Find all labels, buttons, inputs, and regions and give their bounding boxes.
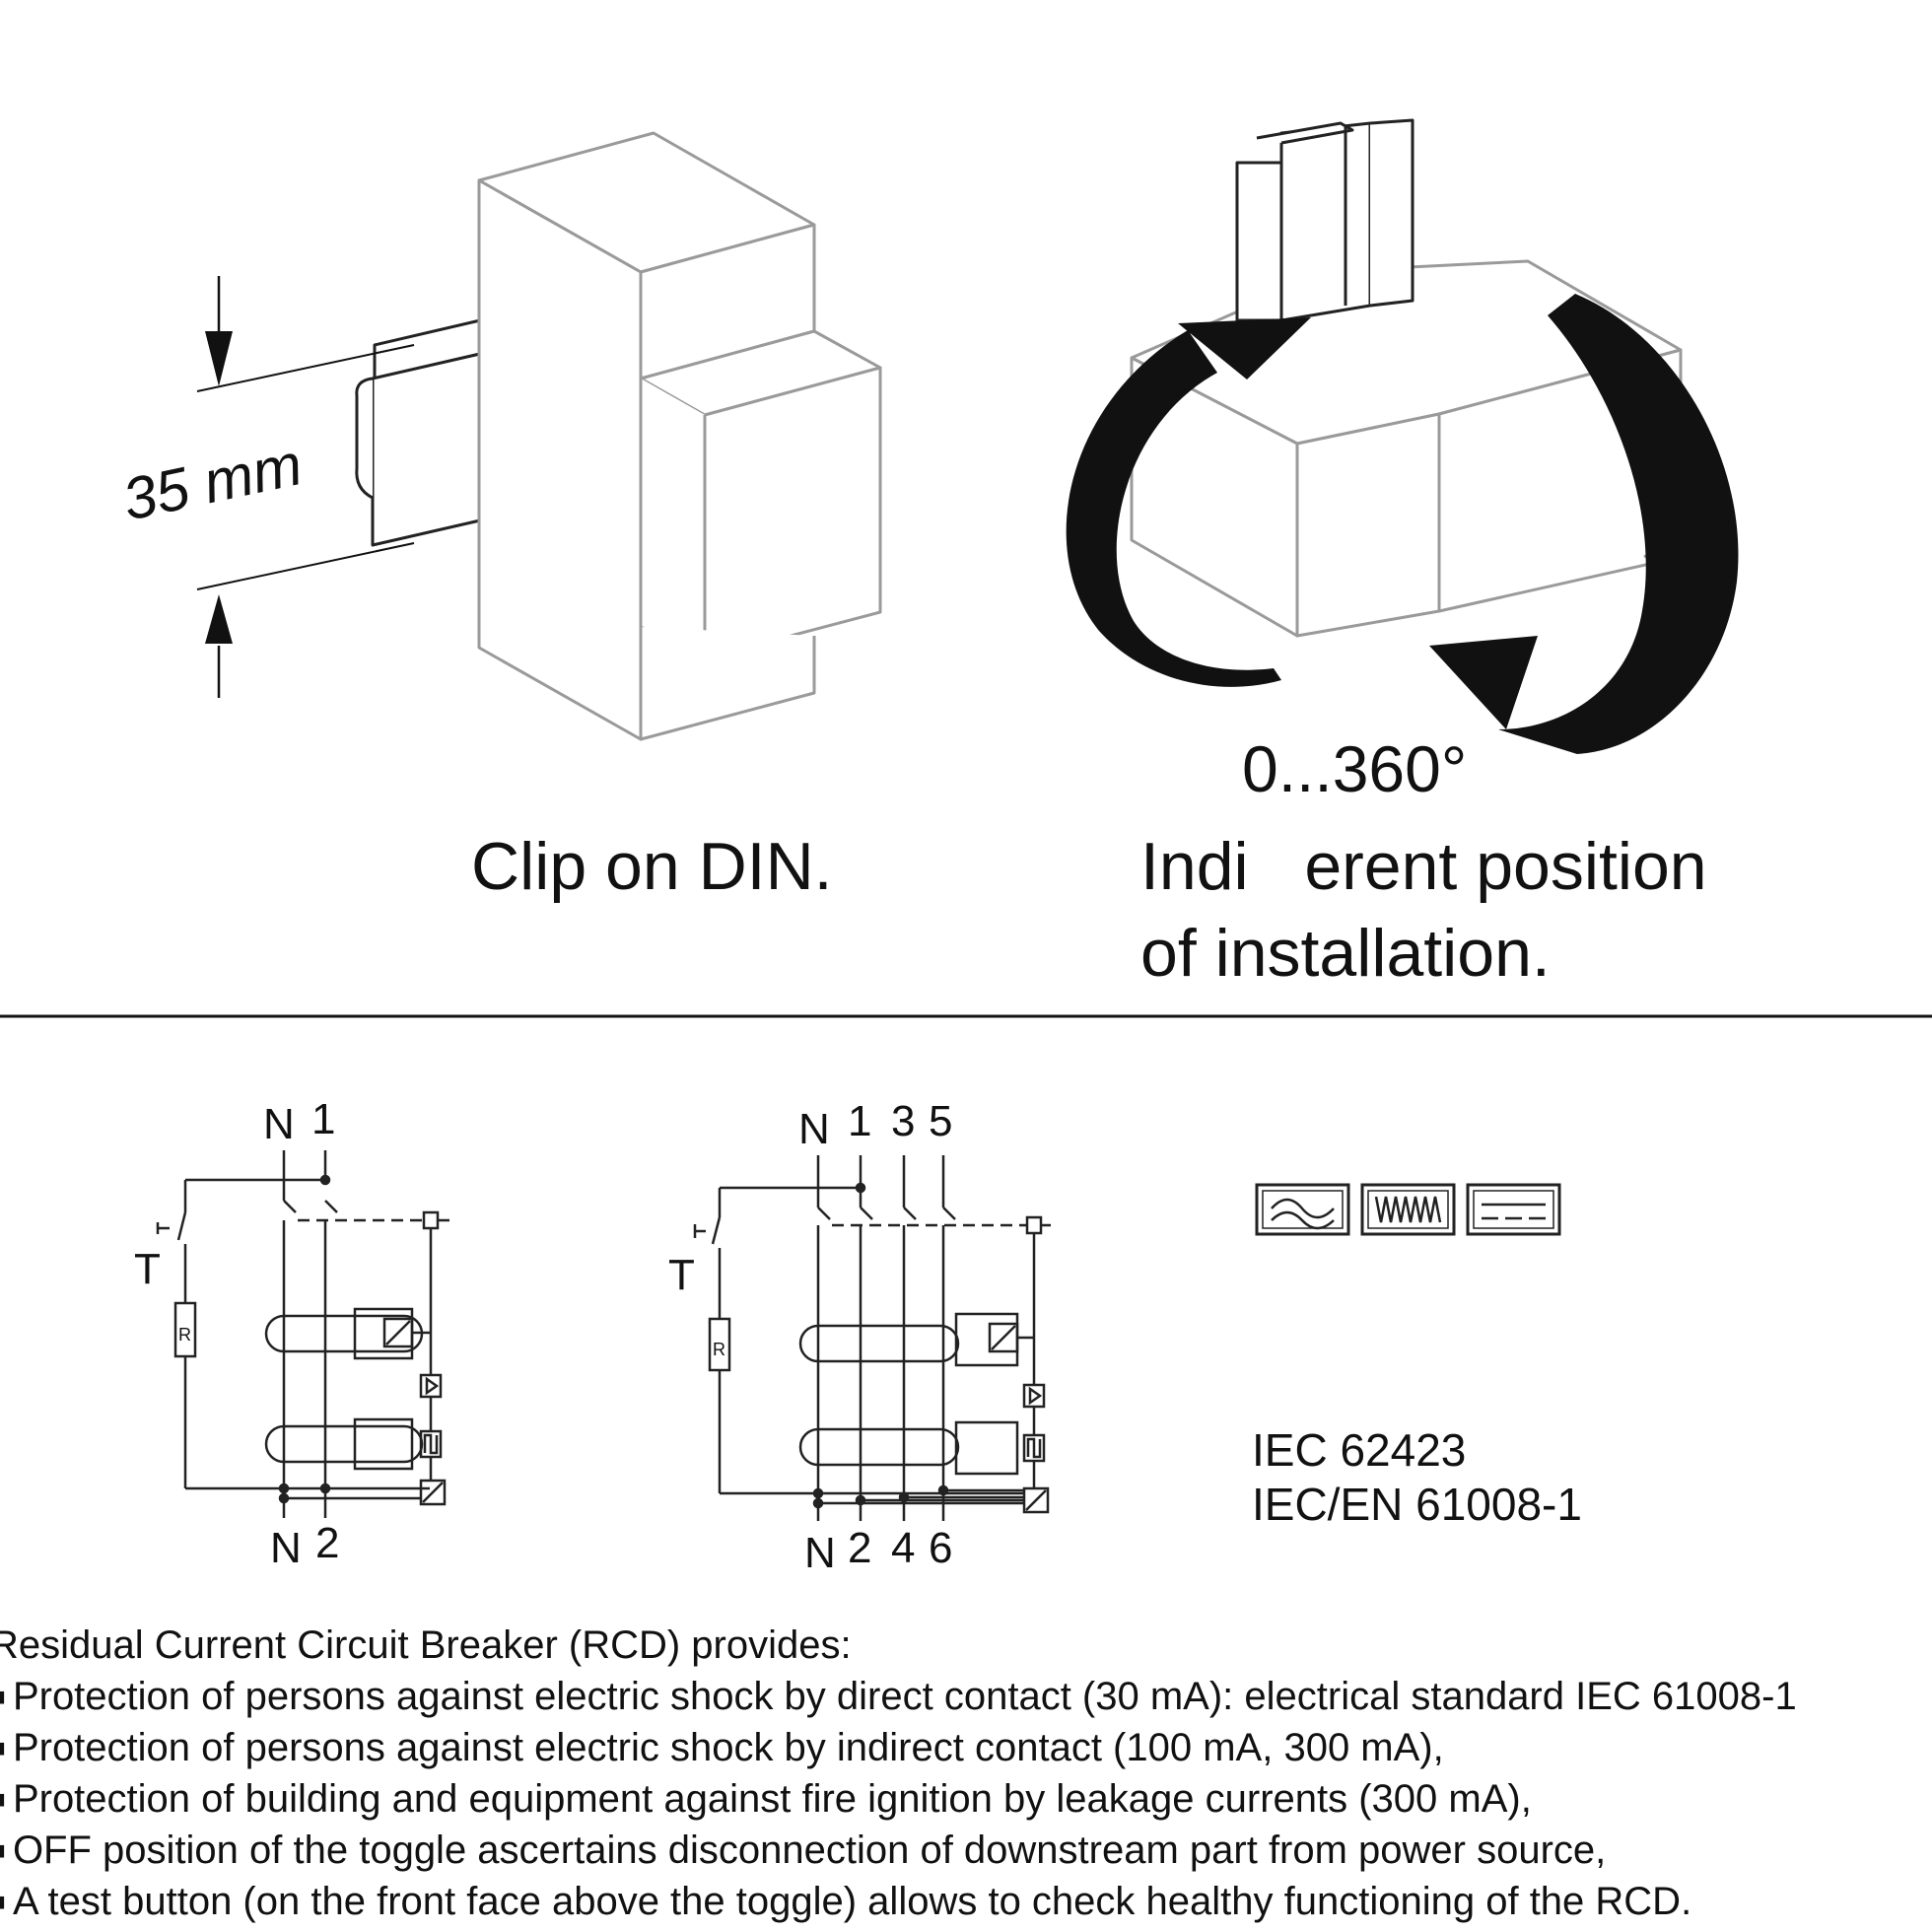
test-button-label: T xyxy=(134,1245,161,1293)
bottom-terminal-4: 4 xyxy=(891,1524,915,1572)
bottom-terminal-2: 2 xyxy=(848,1524,871,1572)
wiring-diagram-2pole: N 1 T R xyxy=(134,1095,449,1572)
din-device-body xyxy=(477,131,882,741)
din-caption: Clip on DIN. xyxy=(471,829,833,904)
rotation-arrow-icon xyxy=(1066,294,1739,754)
rotated-din-rail xyxy=(1235,118,1414,322)
description-intro: Residual Current Circuit Breaker (RCD) p… xyxy=(0,1623,852,1667)
ac-sine-wave-icon xyxy=(1255,1183,1350,1236)
top-terminal-1: 1 xyxy=(848,1097,871,1145)
top-terminal-n: N xyxy=(798,1105,830,1153)
resistor-label: R xyxy=(713,1340,725,1359)
description-item: Protection of persons against electric s… xyxy=(0,1671,1797,1722)
rcd-type-symbols xyxy=(1255,1183,1561,1236)
top-terminal-3: 3 xyxy=(891,1097,915,1145)
top-terminal-5: 5 xyxy=(929,1097,952,1145)
din-rail-figure: 35 mm Clip on DIN. xyxy=(117,131,882,904)
standard-line-1: IEC 62423 xyxy=(1252,1424,1466,1476)
din-dimension-label: 35 mm xyxy=(117,431,308,533)
pulsating-wave-icon xyxy=(1360,1183,1456,1236)
description-item: OFF position of the toggle ascertains di… xyxy=(0,1825,1797,1876)
bottom-terminal-6: 6 xyxy=(929,1524,952,1572)
test-button-label: T xyxy=(668,1251,695,1299)
rotation-caption-line1: Indi erent position xyxy=(1140,829,1707,904)
wiring-diagram-4pole: N 1 3 5 T R xyxy=(668,1097,1051,1577)
rotation-angle-label: 0...360° xyxy=(1242,732,1467,805)
description-item: Protection of building and equipment aga… xyxy=(0,1773,1797,1825)
description-item: A test button (on the front face above t… xyxy=(0,1876,1797,1927)
bottom-terminal-n: N xyxy=(270,1524,302,1572)
description-item: Protection of persons against electric s… xyxy=(0,1722,1797,1773)
rotation-figure: 0...360° Indi erent position of installa… xyxy=(1066,118,1739,991)
top-terminal-n: N xyxy=(263,1100,295,1148)
din-rail xyxy=(355,315,495,547)
standard-line-2: IEC/EN 61008-1 xyxy=(1252,1479,1582,1530)
bottom-terminal-2: 2 xyxy=(315,1519,339,1567)
rcd-description: Residual Current Circuit Breaker (RCD) p… xyxy=(0,1620,1797,1927)
top-terminal-1: 1 xyxy=(311,1095,335,1143)
rotation-caption-line2: of installation. xyxy=(1140,916,1551,991)
bottom-terminal-n: N xyxy=(804,1529,836,1577)
resistor-label: R xyxy=(178,1325,191,1345)
dc-current-icon xyxy=(1466,1183,1561,1236)
dimension-arrows xyxy=(196,276,415,698)
